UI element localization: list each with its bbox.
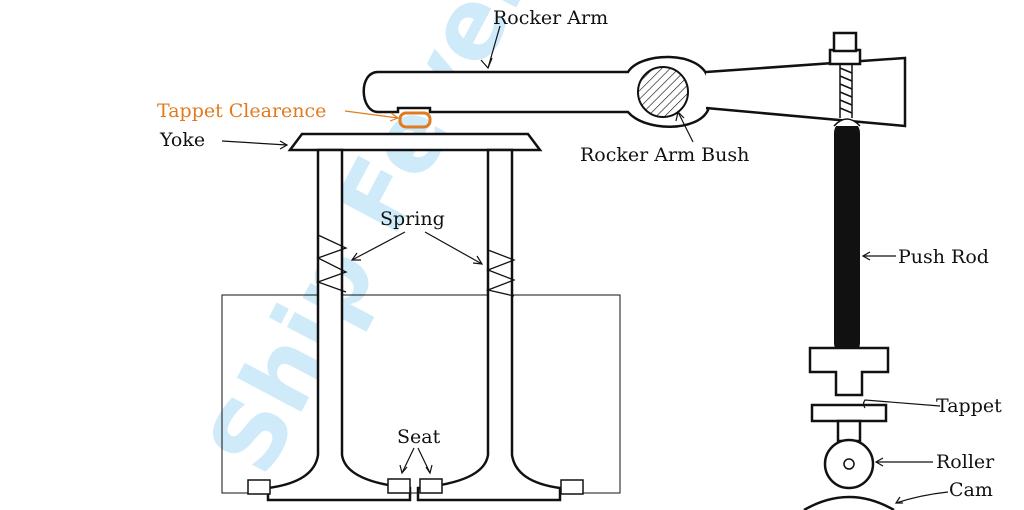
arrow-seat-left (401, 447, 415, 474)
label-tappet: Tappet (936, 395, 1002, 417)
tappet-clearance-gap (398, 111, 432, 129)
label-rocker-arm: Rocker Arm (493, 7, 608, 29)
push-rod (833, 118, 861, 356)
arrow-rocker-arm-bush (677, 111, 694, 143)
rocker-arm-bush (637, 66, 689, 118)
seat-left-outer (247, 479, 271, 495)
right-spring (485, 249, 516, 297)
label-cam: Cam (949, 479, 993, 501)
valve-seats (247, 478, 584, 495)
cam (803, 495, 895, 510)
arrow-seat-right (417, 447, 431, 474)
labels: Rocker Arm Tappet Clearence Yoke Rocker … (157, 7, 1002, 501)
right-valve (416, 148, 562, 502)
rocker-arm-right-end (705, 56, 907, 128)
label-seat: Seat (397, 426, 441, 448)
label-roller: Roller (936, 451, 995, 473)
label-rocker-arm-bush: Rocker Arm Bush (580, 144, 749, 166)
arrow-tappet (862, 399, 941, 409)
label-tappet-clearence: Tappet Clearence (157, 100, 326, 122)
adjusting-screw (839, 64, 853, 118)
arrow-yoke (221, 140, 288, 146)
label-yoke: Yoke (159, 129, 205, 151)
seat-left-inner (387, 478, 411, 494)
left-spring (316, 234, 348, 293)
rocker-arm (362, 31, 907, 128)
label-push-rod: Push Rod (898, 246, 989, 268)
adjusting-screw-head (832, 31, 858, 53)
label-spring: Spring (380, 208, 445, 230)
arrow-tappet-clearence (344, 110, 399, 119)
arrow-spring-left (351, 231, 406, 261)
arrow-cam (895, 491, 949, 504)
tappet (808, 346, 890, 443)
yoke (287, 132, 543, 152)
seat-right-inner (419, 478, 443, 494)
roller (823, 438, 875, 490)
arrow-rocker-arm (487, 25, 501, 69)
leader-lines (221, 25, 949, 504)
seat-right-outer (560, 479, 584, 495)
arrow-spring-right (424, 231, 483, 265)
left-valve (266, 148, 412, 502)
